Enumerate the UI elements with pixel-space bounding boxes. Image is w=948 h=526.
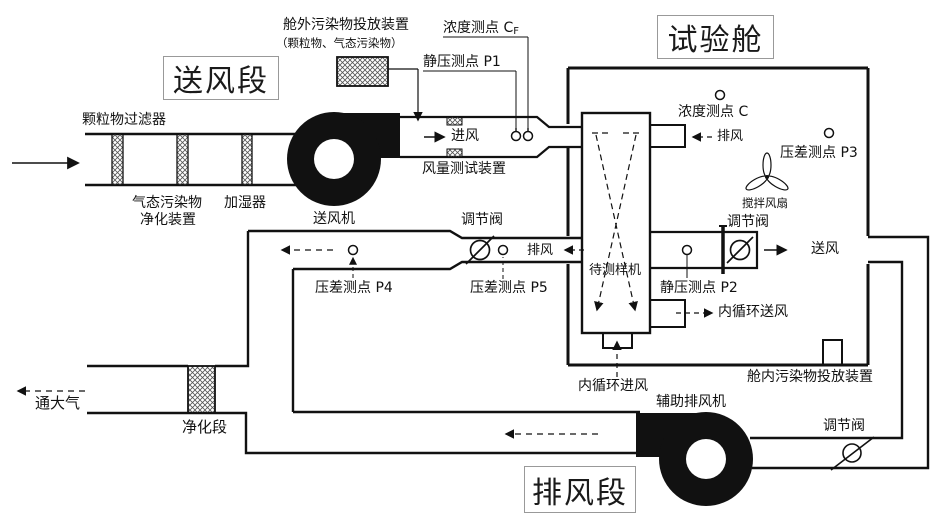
left-duct-valve-icon <box>465 235 495 265</box>
diff-pressure-p3-point-icon <box>823 127 835 139</box>
gaseous-purifier-label-line1: 气态污染物 <box>132 195 202 211</box>
diff-pressure-p5-label: 压差测点 P5 <box>470 280 548 296</box>
airflow-nozzle-icon <box>446 116 463 158</box>
to-atmosphere-label: 通大气 <box>35 394 81 412</box>
particulate-filter-icon <box>111 133 124 186</box>
purification-filter-icon <box>187 365 216 414</box>
bottom-exhaust-duct <box>87 231 644 455</box>
exhaust-section-title: 排风段 <box>524 466 636 513</box>
concentration-c-point-icon <box>714 89 726 101</box>
exhaust-air-left-label: 排风 <box>527 243 554 258</box>
airflow-test-device-label: 风量测试装置 <box>422 161 506 177</box>
chamber-dosing-label: 舱内污染物投放装置 <box>747 369 873 385</box>
bottom-right-valve-label: 调节阀 <box>823 418 865 434</box>
diff-pressure-p4-point-icon <box>347 244 359 278</box>
exhaust-air-top-label: 排风 <box>717 129 744 144</box>
purification-section-label: 净化段 <box>182 418 228 436</box>
diff-pressure-p5-point-icon <box>497 244 509 279</box>
sample-return-stub <box>650 124 686 148</box>
stirring-fan-label: 搅拌风扇 <box>742 196 788 210</box>
static-pressure-p2-label: 静压测点 P2 <box>660 280 738 296</box>
sample-under-test-box <box>580 111 652 335</box>
diff-pressure-p4-label: 压差测点 P4 <box>315 280 393 296</box>
gaseous-purifier-label-line2: 净化装置 <box>140 212 196 228</box>
chamber-dosing-device-icon <box>822 339 843 365</box>
chamber-valve-label: 调节阀 <box>727 214 769 230</box>
supply-air-label: 送风 <box>811 241 839 257</box>
diff-pressure-p3-label: 压差测点 P3 <box>780 145 858 161</box>
particulate-filter-label: 颗粒物过滤器 <box>82 112 166 128</box>
inner-loop-intake-label: 内循环进风 <box>578 378 648 394</box>
test-chamber-title: 试验舱 <box>657 15 774 59</box>
supply-section-title: 送风段 <box>163 56 279 100</box>
outside-dosing-label-line2: （颗粒物、气态污染物） <box>276 36 403 50</box>
outside-dosing-label-line1: 舱外污染物投放装置 <box>283 17 409 33</box>
chamber-supply-duct <box>650 230 759 270</box>
left-duct-valve-label: 调节阀 <box>461 212 503 228</box>
humidifier-label: 加湿器 <box>224 195 266 211</box>
right-return-duct <box>750 235 930 470</box>
chamber-valve-icon <box>719 225 754 274</box>
supply-fan-label: 送风机 <box>313 211 355 227</box>
humidifier-icon <box>241 133 253 186</box>
gaseous-purifier-icon <box>176 133 189 186</box>
concentration-cf-point-icon <box>443 36 534 142</box>
concentration-c-label: 浓度测点 C <box>678 104 749 120</box>
static-pressure-p1-point-icon <box>423 70 522 142</box>
supply-fan-icon <box>287 112 400 206</box>
chamber-walls <box>566 66 870 367</box>
intake-air-label: 进风 <box>451 128 479 144</box>
bottom-right-valve-icon <box>830 436 875 471</box>
aux-exhaust-fan-icon <box>636 412 753 506</box>
aux-exhaust-fan-label: 辅助排风机 <box>656 394 726 410</box>
sample-exhaust-duct <box>248 229 582 271</box>
outside-dosing-device-icon <box>336 56 423 122</box>
concentration-cf-label: 浓度测点 CF <box>443 20 519 37</box>
stirring-fan-icon <box>745 152 789 191</box>
static-pressure-p2-point-icon <box>681 244 693 278</box>
static-pressure-p1-label: 静压测点 P1 <box>423 54 501 70</box>
sample-under-test-label: 待测样机 <box>589 263 642 278</box>
airflow-test-duct <box>400 115 582 159</box>
inner-loop-supply-label: 内循环送风 <box>718 304 788 320</box>
